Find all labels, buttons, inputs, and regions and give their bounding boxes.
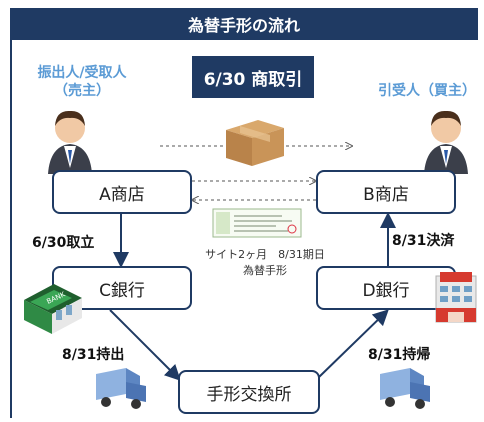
- seller-role-label: 振出人/受取人 （売主）: [22, 64, 142, 100]
- trade-date-badge: 6/30 商取引: [192, 56, 314, 98]
- bill-name: 為替手形: [243, 264, 287, 277]
- department-store-icon: [435, 272, 477, 323]
- buyer-role-label: 引受人（買主）: [378, 83, 476, 99]
- person-icon: [424, 110, 468, 174]
- delivery-truck-icon: [380, 368, 430, 409]
- bring-back-label: 8/31持帰: [368, 347, 431, 363]
- clearing-house-box: 手形交換所: [178, 370, 320, 414]
- settlement-label: 8/31決済: [392, 233, 455, 249]
- bring-out-arrow: [109, 309, 181, 381]
- seller-role-line1: 振出人/受取人: [37, 65, 127, 81]
- bring-out-label: 8/31持出: [62, 347, 125, 363]
- bill-document-icon: [212, 208, 302, 238]
- delivery-truck-icon: [96, 368, 146, 409]
- package-box-icon: [226, 120, 284, 166]
- bring-back-arrow: [317, 309, 389, 379]
- a-store-box: A商店: [52, 170, 192, 214]
- collection-label: 6/30取立: [32, 235, 95, 251]
- b-store-box: B商店: [316, 170, 456, 214]
- diagram-title: 為替手形の流れ: [10, 8, 478, 40]
- seller-role-line2: （売主）: [54, 83, 110, 99]
- bank-building-icon: BANK: [24, 284, 82, 334]
- person-icon: [48, 110, 92, 174]
- bill-terms: サイト2ヶ月 8/31期日: [205, 248, 325, 261]
- diagram-frame: [10, 8, 478, 418]
